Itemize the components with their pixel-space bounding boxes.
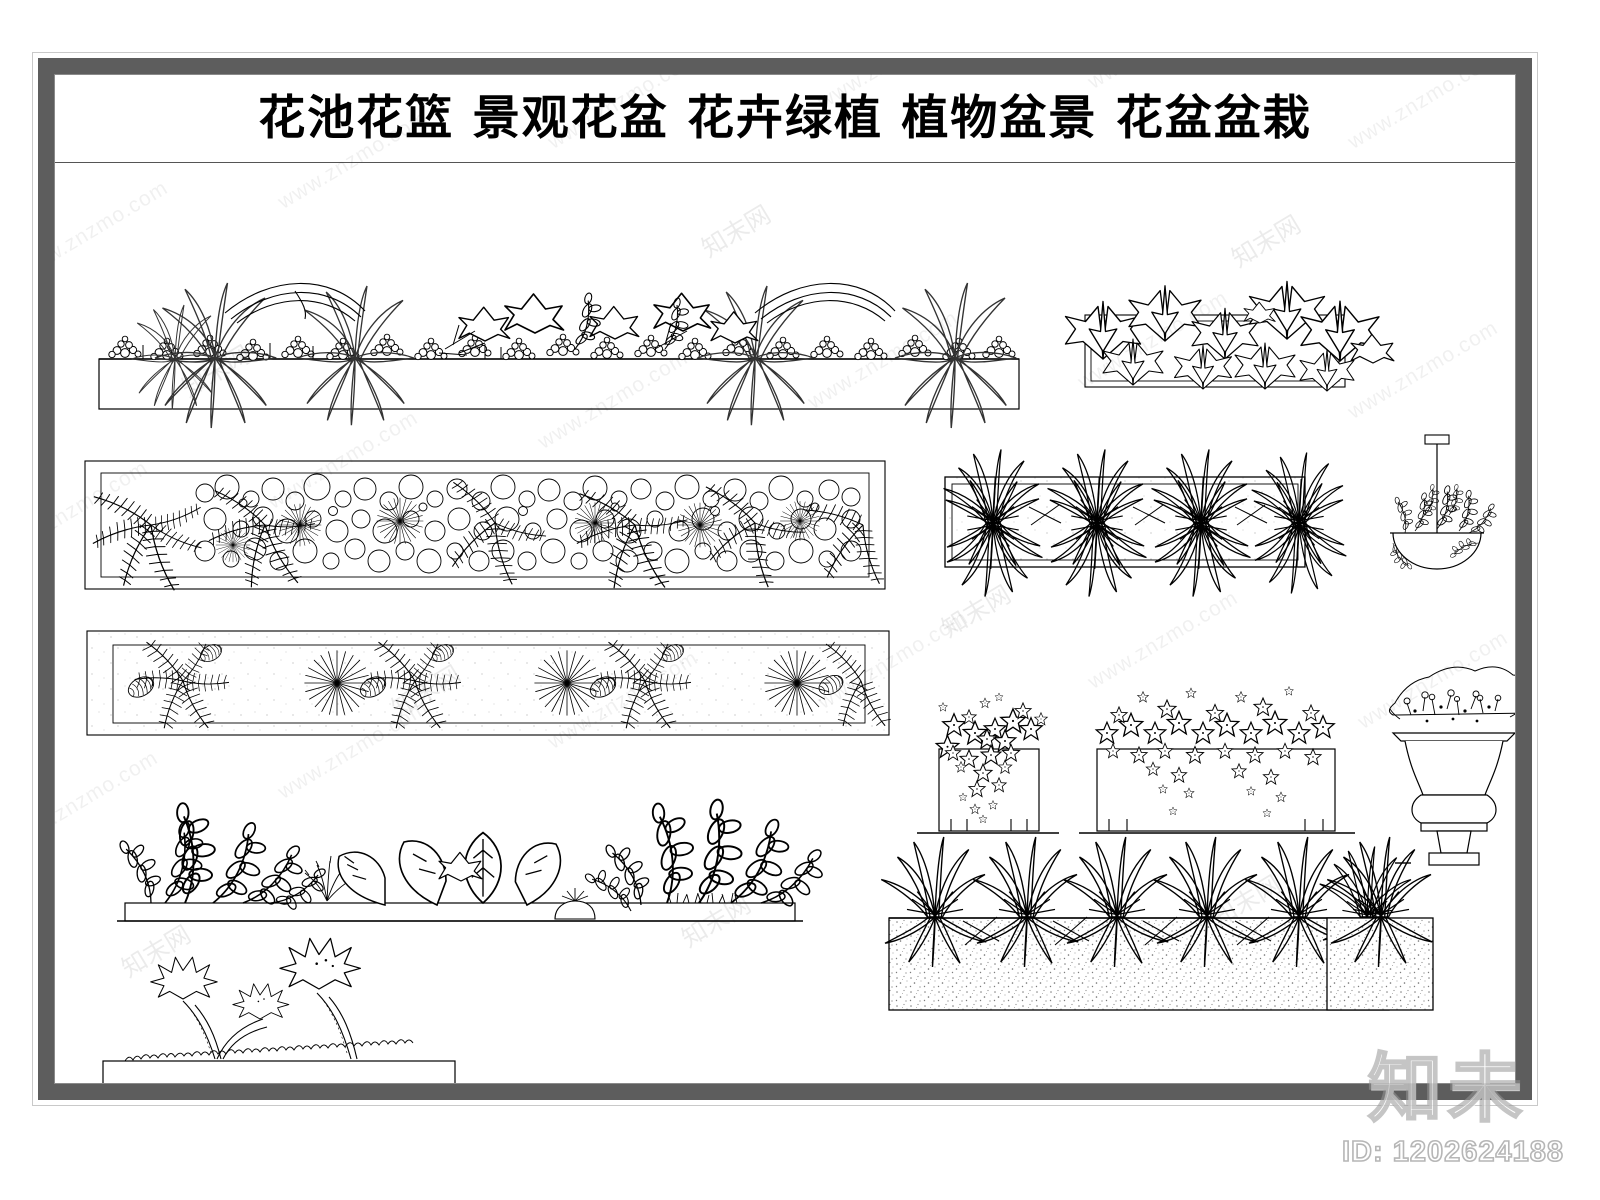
drawing-canvas xyxy=(55,163,1515,1083)
title-block: 花池花篮 景观花盆 花卉绿植 植物盆景 花盆盆栽 xyxy=(55,75,1515,163)
cad-sheet-inner: 花池花篮 景观花盆 花卉绿植 植物盆景 花盆盆栽 xyxy=(54,74,1516,1084)
row-3-star-flower-planter-small xyxy=(917,692,1059,834)
row-2-hanging-basket xyxy=(1383,434,1502,575)
row-2-fern-blossom-bed-plan xyxy=(84,460,893,592)
row-3-classical-urn-planter xyxy=(1389,666,1515,866)
row-1-leafy-planter-plan xyxy=(1064,280,1395,392)
row-4-mixed-foliage-bed-elevation xyxy=(106,794,835,924)
row-5-dracaena-trough xyxy=(102,937,456,1083)
row-4-strap-leaf-planter-wide xyxy=(880,836,1413,1011)
sheet-title: 花池花篮 景观花盆 花卉绿植 植物盆景 花盆盆栽 xyxy=(258,91,1312,146)
row-2-spider-lily-trough-plan xyxy=(942,448,1347,598)
row-3-pine-starburst-bed-plan xyxy=(86,630,897,736)
row-3-star-flower-planter-large xyxy=(1079,686,1355,834)
asset-id-caption: ID: 1202624188 xyxy=(1341,1135,1564,1169)
row-4-strap-leaf-planter-square xyxy=(1326,836,1434,1011)
row-1-long-raised-flower-bed xyxy=(98,282,1020,429)
